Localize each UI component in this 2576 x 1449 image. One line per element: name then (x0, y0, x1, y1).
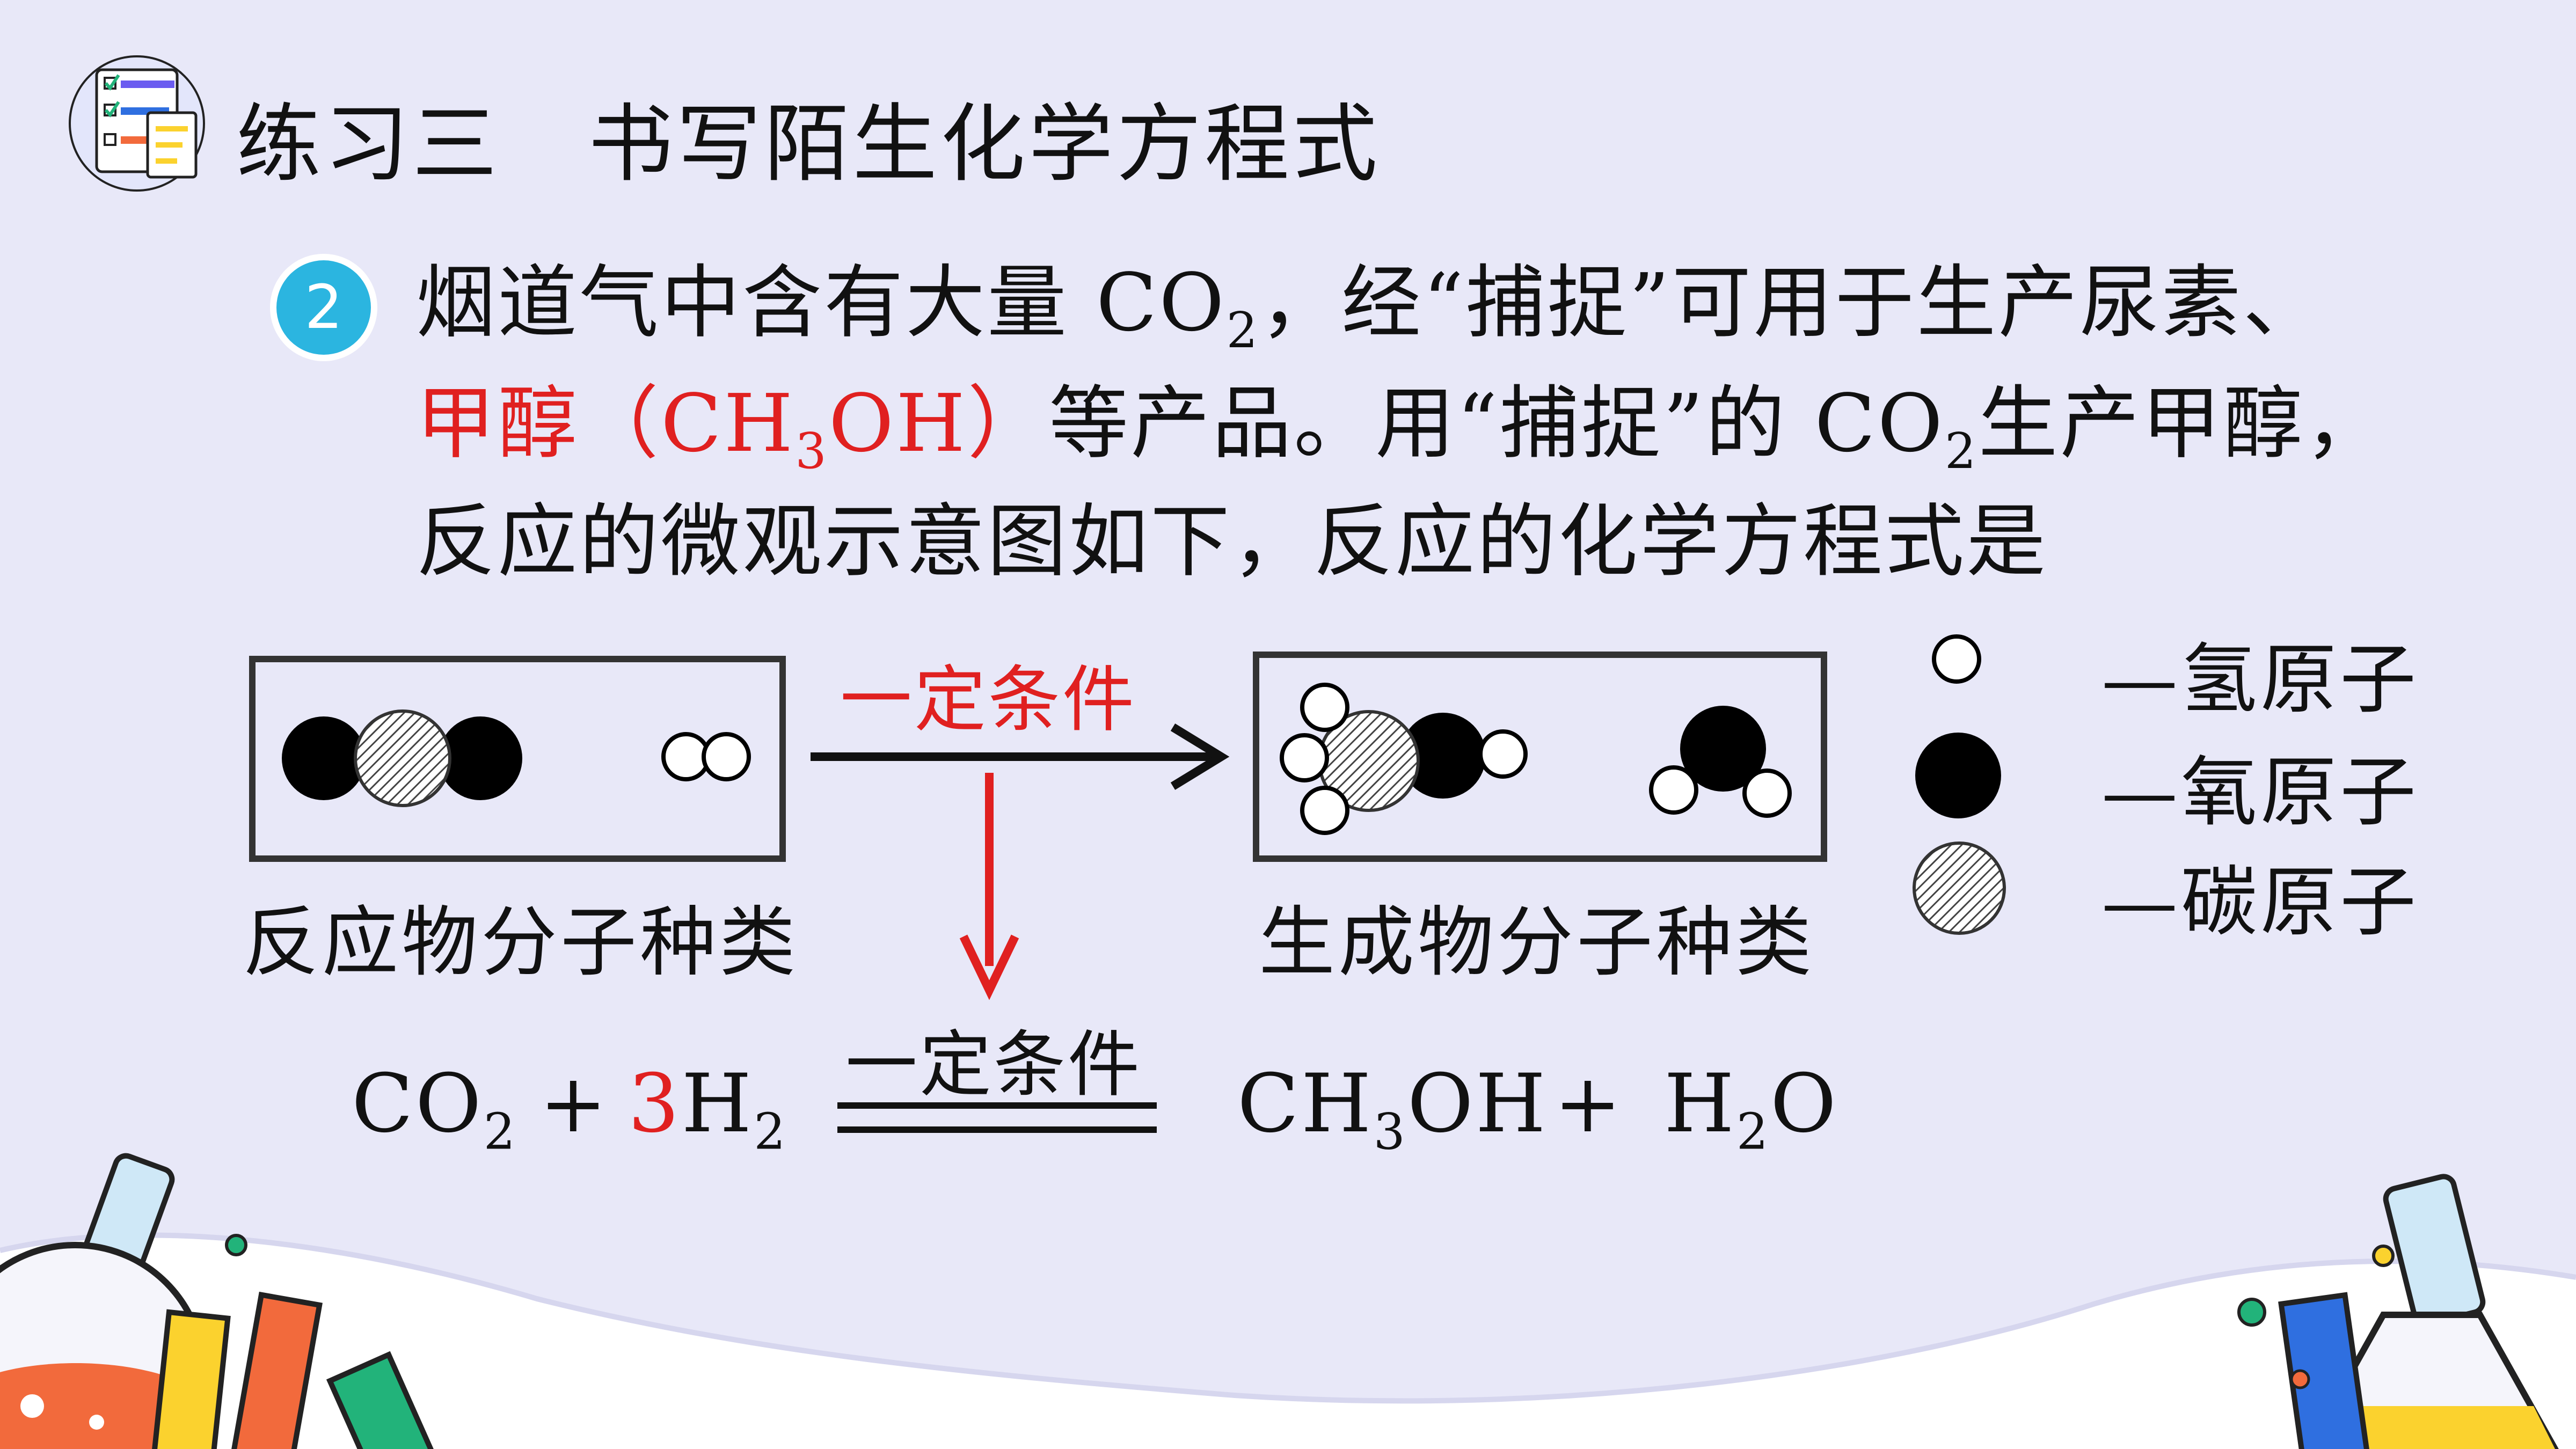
coefficient: 3 (628, 1057, 682, 1151)
legend-c-symbol (1913, 841, 2006, 935)
product-box (1253, 652, 1827, 862)
equation-plus: + (539, 1057, 609, 1151)
equation-co2: CO2 (352, 1057, 517, 1157)
question-line-3: 反应的微观示意图如下，反应的化学方程式是 (416, 495, 2048, 588)
flask-right-icon (2237, 1174, 2559, 1449)
text-segment: 烟道气中含有大量 CO (416, 257, 1227, 349)
subscript: 2 (754, 1102, 788, 1161)
reactant-o-atom-right (439, 716, 522, 800)
reaction-condition-label: 一定条件 (840, 658, 1137, 742)
equation-plus: + (1554, 1057, 1624, 1151)
equation-condition: 一定条件 (845, 1023, 1142, 1107)
text-segment: 生产甲醇， (1978, 377, 2387, 470)
water-o-atom (1680, 706, 1766, 792)
page-title: 练习三 书写陌生化学方程式 (236, 95, 1381, 194)
flask-left-icon (0, 1153, 436, 1449)
subscript: 3 (1373, 1102, 1407, 1161)
reaction-arrowhead (1170, 723, 1230, 790)
bottom-decoration (0, 1153, 2576, 1449)
formula: CH (1237, 1057, 1374, 1151)
formula: OH (1407, 1057, 1548, 1151)
question-number-badge: 2 (267, 251, 380, 364)
reactant-box (249, 656, 786, 862)
product-h-atom (1300, 786, 1349, 835)
subscript: 2 (1226, 302, 1260, 360)
equation-h2: 3H2 (628, 1057, 787, 1157)
product-h-atom (1478, 729, 1528, 779)
formula: CO (352, 1057, 484, 1151)
water-h-atom (1742, 769, 1792, 818)
product-h-atom (1300, 683, 1349, 732)
question-line-1: 烟道气中含有大量 CO2，经“捕捉”可用于生产尿素、 (416, 263, 2324, 355)
equation-ch3oh: CH3OH (1237, 1057, 1548, 1157)
reactant-o-atom-left (282, 716, 366, 800)
product-h-atom (1280, 733, 1329, 782)
reactant-c-atom (354, 709, 451, 807)
subscript: 2 (483, 1102, 517, 1161)
reactant-h-atom-2 (702, 732, 751, 781)
reactant-label: 反应物分子种类 (243, 898, 799, 987)
water-h-atom (1649, 765, 1698, 815)
product-label: 生成物分子种类 (1259, 898, 1815, 987)
legend-carbon: —碳原子 (2101, 858, 2419, 947)
formula: O (1770, 1057, 1838, 1151)
question-line-2: 甲醇（CH3OH）等产品。用“捕捉”的 CO2生产甲醇， (416, 384, 2386, 475)
formula: H (1664, 1057, 1736, 1151)
checklist-icon (69, 55, 205, 192)
subscript: 2 (1945, 422, 1979, 480)
legend-hydrogen: —氢原子 (2101, 635, 2419, 724)
text-segment: ，经“捕捉”可用于生产尿素、 (1260, 257, 2325, 349)
subscript: 2 (1736, 1102, 1770, 1161)
legend-h-symbol (1932, 634, 1981, 684)
formula: H (681, 1057, 754, 1151)
legend-o-symbol (1915, 733, 2001, 818)
text-segment: 等产品。用“捕捉”的 CO (1049, 377, 1945, 470)
legend-oxygen: —氧原子 (2101, 748, 2419, 837)
product-o-atom (1400, 713, 1486, 799)
methanol-highlight: 甲醇（CH (416, 377, 796, 470)
down-arrowhead (959, 934, 1019, 1000)
subscript: 3 (795, 422, 829, 480)
equation-h2o: H2O (1664, 1057, 1838, 1157)
question-number: 2 (304, 273, 343, 342)
methanol-highlight: OH） (828, 377, 1049, 470)
